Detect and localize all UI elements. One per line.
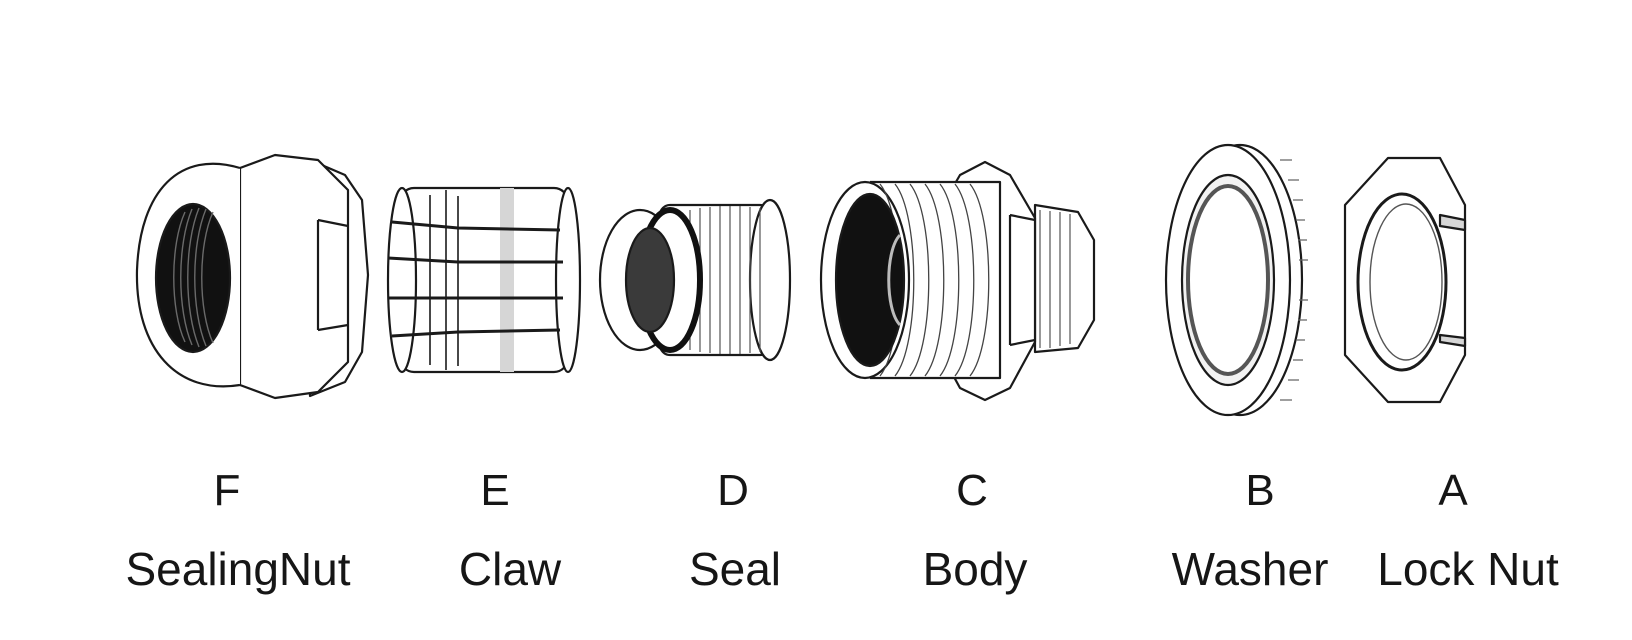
washer-drawing (1164, 143, 1308, 417)
part-letter-f: F (213, 466, 241, 515)
part-letter-a: A (1438, 466, 1468, 515)
seal-drawing (598, 198, 792, 362)
part-name-seal: Seal (688, 543, 782, 595)
part-name-body: Body (922, 543, 1028, 595)
part-letter-e: E (480, 466, 510, 515)
part-letter-d: D (717, 466, 749, 515)
claw-drawing (386, 186, 582, 374)
sealing-nut-drawing (135, 153, 370, 400)
part-name-washer: Washer (1171, 543, 1329, 595)
part-name-claw: Claw (458, 543, 562, 595)
lock-nut-drawing (1343, 156, 1467, 404)
part-letter-b: B (1245, 466, 1275, 515)
body-drawing (819, 160, 1096, 402)
part-letter-c: C (956, 466, 988, 515)
part-name-sealing-nut: SealingNut (125, 543, 351, 595)
part-name-lock-nut: Lock Nut (1377, 543, 1559, 595)
